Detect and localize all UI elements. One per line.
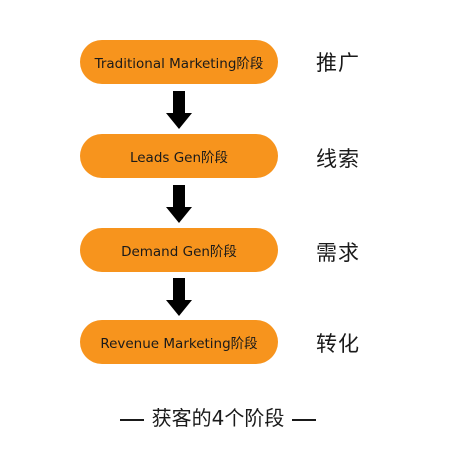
stage-side-label-leads: 线索 <box>316 147 360 171</box>
stage-side-label-demand: 需求 <box>316 241 360 265</box>
stage-label: Traditional Marketing阶段 <box>94 56 264 72</box>
diagram-caption: 获客的4个阶段 <box>0 402 436 431</box>
stage-demand-gen: Demand Gen阶段 <box>80 228 278 272</box>
stage-leads-gen: Leads Gen阶段 <box>80 134 278 178</box>
stage-label: Demand Gen阶段 <box>121 244 237 260</box>
stage-traditional-marketing: Traditional Marketing阶段 <box>80 40 278 84</box>
stage-side-label-promotion: 推广 <box>316 51 360 75</box>
arrow-down-icon <box>166 185 192 223</box>
caption-dash-right <box>292 418 317 421</box>
stage-revenue-marketing: Revenue Marketing阶段 <box>80 320 278 364</box>
arrow-down-icon <box>166 278 192 316</box>
caption-dash-left <box>119 418 144 421</box>
caption-text: 获客的4个阶段 <box>151 406 285 430</box>
stage-label: Revenue Marketing阶段 <box>100 336 258 352</box>
arrow-down-icon <box>166 91 192 129</box>
stage-side-label-conversion: 转化 <box>316 332 360 356</box>
stage-label: Leads Gen阶段 <box>129 150 229 166</box>
